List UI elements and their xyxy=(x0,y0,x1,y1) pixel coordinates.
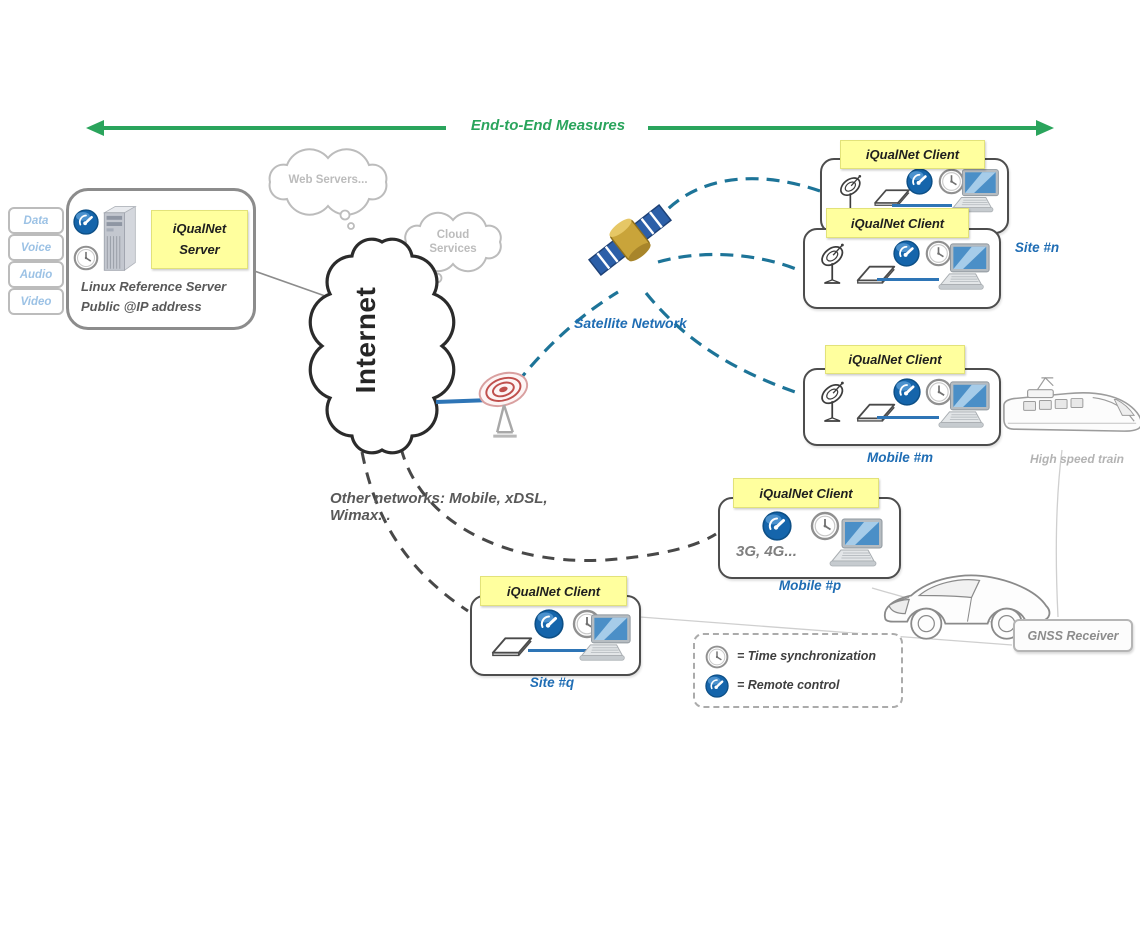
client-title-site-q: iQualNet Client xyxy=(480,576,627,606)
server-subtitle-2: Public @IP address xyxy=(81,299,202,314)
end-to-end-arrow xyxy=(86,120,1054,136)
modem-icon xyxy=(855,262,897,286)
modem-icon xyxy=(855,400,897,424)
site-q-label: Site #q xyxy=(529,675,575,690)
cloud-services-cloud-label: Cloud Services xyxy=(429,229,477,255)
mobile-p-label: Mobile #p xyxy=(778,578,842,593)
web-servers-cloud xyxy=(268,148,388,230)
laptop-icon xyxy=(935,242,993,296)
satellite-links xyxy=(515,177,821,396)
lan-link xyxy=(877,278,939,281)
remote-control-icon xyxy=(893,240,920,267)
client-box-mobile-m xyxy=(803,368,1001,446)
modem-icon xyxy=(490,633,534,659)
remote-control-icon xyxy=(705,674,729,698)
lan-link xyxy=(528,649,590,652)
remote-control-icon xyxy=(906,168,933,195)
gnss-receiver-box: GNSS Receiver xyxy=(1013,619,1133,652)
server-subtitle-1: Linux Reference Server xyxy=(81,279,227,294)
clock-icon xyxy=(705,645,729,669)
satellite-dish-icon xyxy=(819,378,849,426)
remote-control-icon xyxy=(534,609,564,639)
iqualnet-server-box: iQualNet Server Linux Reference Server P… xyxy=(66,188,256,330)
remote-control-icon xyxy=(893,378,921,406)
end-to-end-measures-label: End-to-End Measures xyxy=(448,117,648,134)
laptop-icon xyxy=(935,380,993,434)
other-networks-label: Other networks: Mobile, xDSL, Wimax... xyxy=(330,490,548,524)
client-title-mobile-p: iQualNet Client xyxy=(733,478,879,508)
lan-link xyxy=(892,204,952,207)
client-box-mobile-p: 3G, 4G... xyxy=(718,497,901,579)
satellite-dish-icon xyxy=(819,240,849,288)
client-title-site-n-top: iQualNet Client xyxy=(840,140,985,169)
tag-audio: Audio xyxy=(8,261,64,288)
tag-voice: Voice xyxy=(8,234,64,261)
internet-cloud-label: Internet xyxy=(350,286,381,394)
web-servers-cloud-label: Web Servers... xyxy=(288,174,368,186)
remote-control-icon xyxy=(762,511,792,541)
server-title-label: iQualNet Server xyxy=(151,210,248,269)
client-title-mobile-m: iQualNet Client xyxy=(825,345,965,374)
lan-link xyxy=(877,416,939,419)
server-tower-icon xyxy=(102,205,137,272)
other-network-links xyxy=(360,447,717,613)
mobile-p-network-label: 3G, 4G... xyxy=(736,543,797,560)
legend-time-sync-label: = Time synchronization xyxy=(737,649,877,663)
high-speed-train-sketch xyxy=(1003,376,1140,432)
internet-cloud xyxy=(308,237,456,455)
client-title-site-n-bottom: iQualNet Client xyxy=(826,208,969,238)
mobile-m-label: Mobile #m xyxy=(866,450,933,465)
site-n-label: Site #n xyxy=(1014,240,1060,255)
tag-video: Video xyxy=(8,288,64,315)
legend-remote-control-label: = Remote control xyxy=(737,678,840,692)
satellite-network-label: Satellite Network xyxy=(574,315,687,331)
legend-box: = Time synchronization = Remote control xyxy=(693,633,903,708)
client-box-site-n-bottom xyxy=(803,228,1001,309)
laptop-icon xyxy=(576,613,634,667)
ground-station-dish-icon xyxy=(478,371,529,438)
train-caption: High speed train xyxy=(1029,452,1124,466)
laptop-icon xyxy=(826,517,886,573)
client-box-site-q xyxy=(470,595,641,676)
tag-data: Data xyxy=(8,207,64,234)
car-sketch xyxy=(883,574,1051,640)
satellite-icon xyxy=(587,203,673,277)
